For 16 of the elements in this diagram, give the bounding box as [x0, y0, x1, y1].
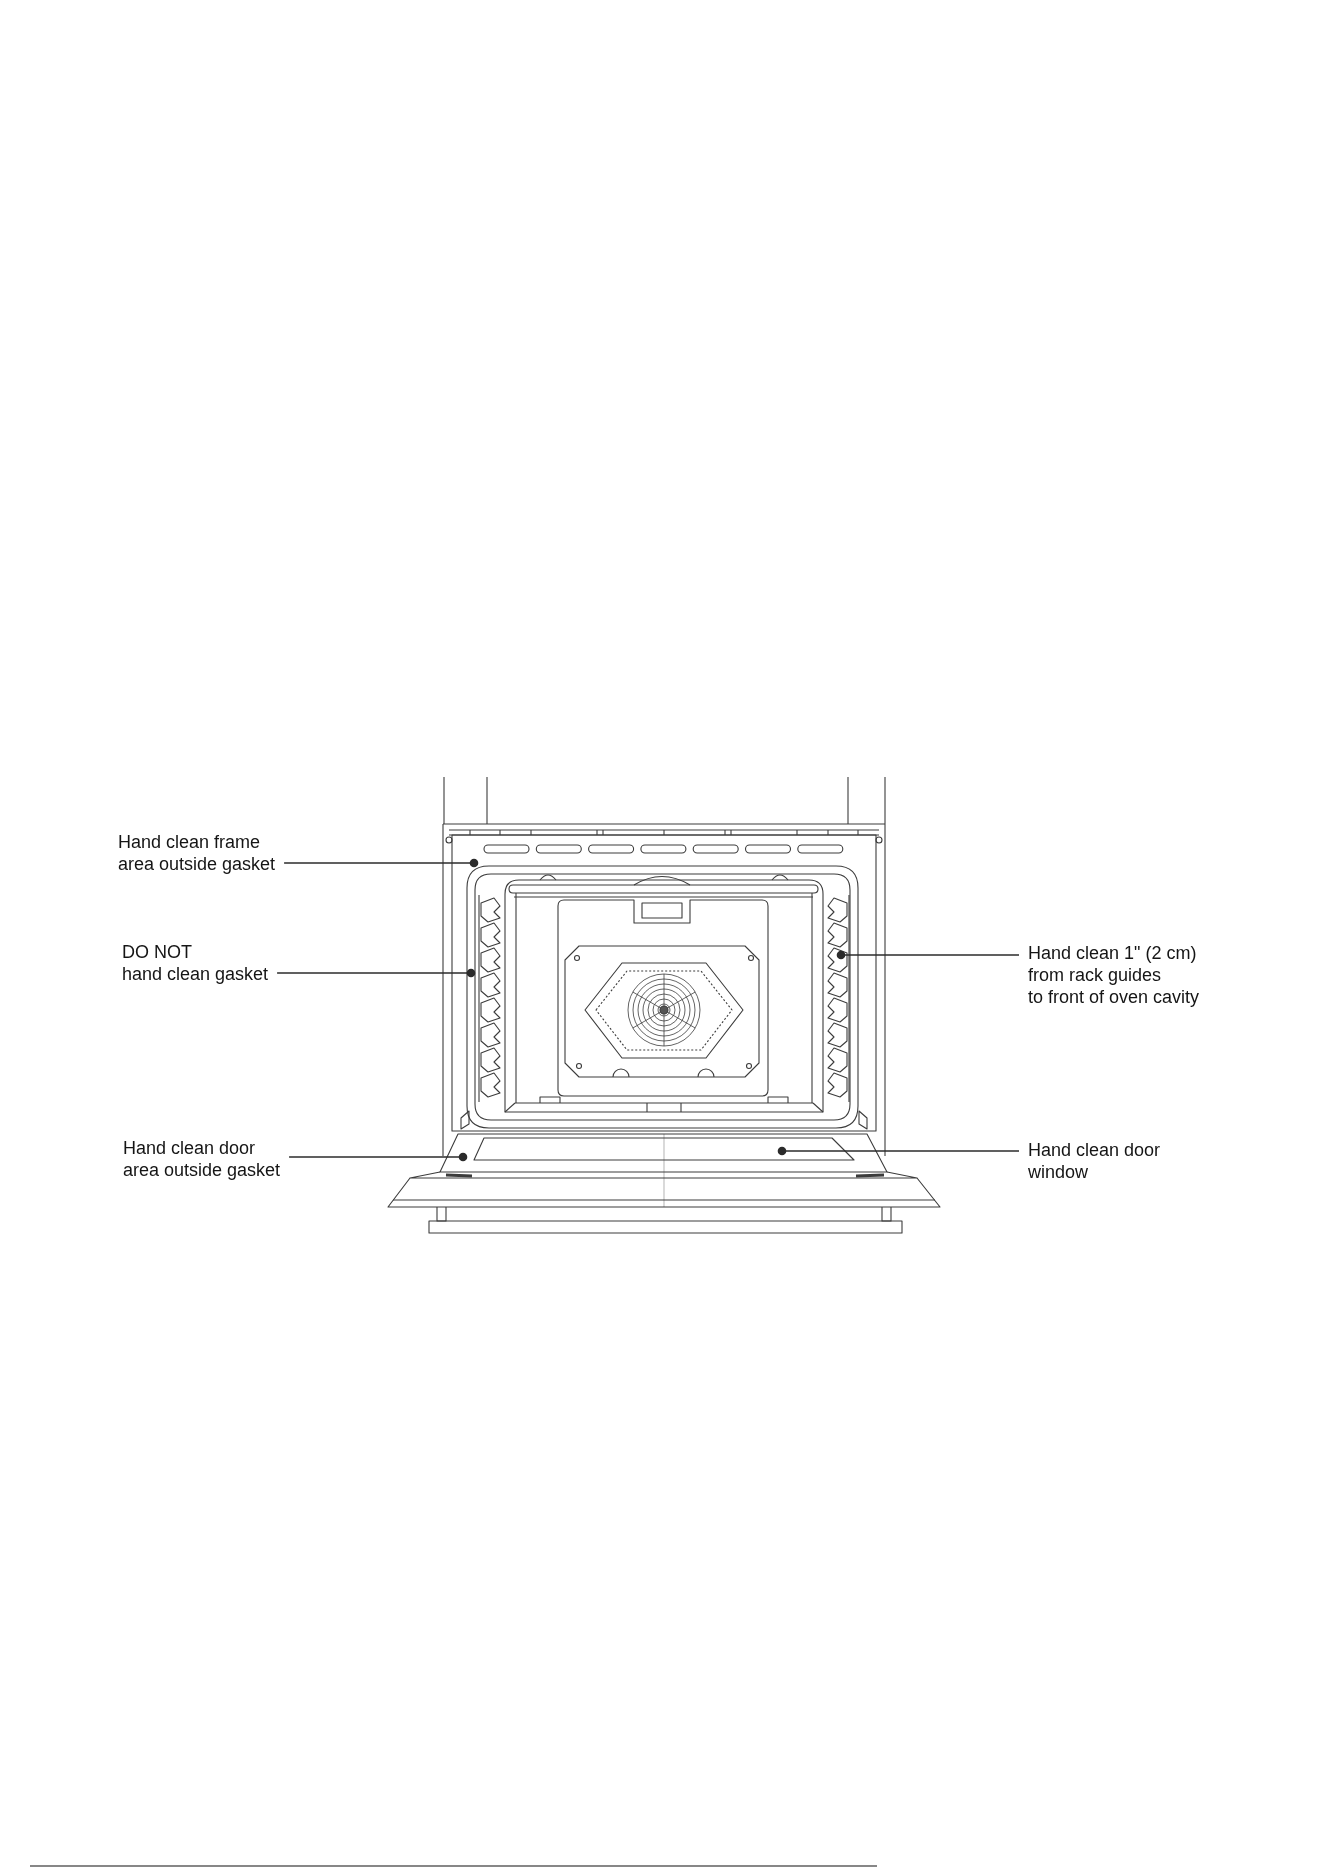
callout-label: Hand clean door window	[1028, 1139, 1161, 1183]
callout-label: Hand clean 1" (2 cm) from rack guides to front of oven cavity	[1028, 942, 1200, 1008]
door-window	[473, 1137, 855, 1161]
callout-label: Hand clean frame area outside gasket	[118, 831, 276, 875]
rack-guide	[478, 894, 501, 1103]
leader-line	[777, 1146, 1020, 1156]
rack-guide	[827, 894, 850, 1103]
leader-line	[283, 858, 479, 868]
callout-label: DO NOT hand clean gasket	[122, 941, 269, 985]
leader-line	[836, 950, 1020, 960]
callout-label: Hand clean door area outside gasket	[123, 1137, 281, 1181]
leader-line	[288, 1152, 468, 1162]
leader-line	[276, 968, 476, 978]
oven-frame	[451, 834, 877, 1132]
oven-gasket	[466, 865, 859, 1129]
door-frame	[439, 1133, 888, 1173]
